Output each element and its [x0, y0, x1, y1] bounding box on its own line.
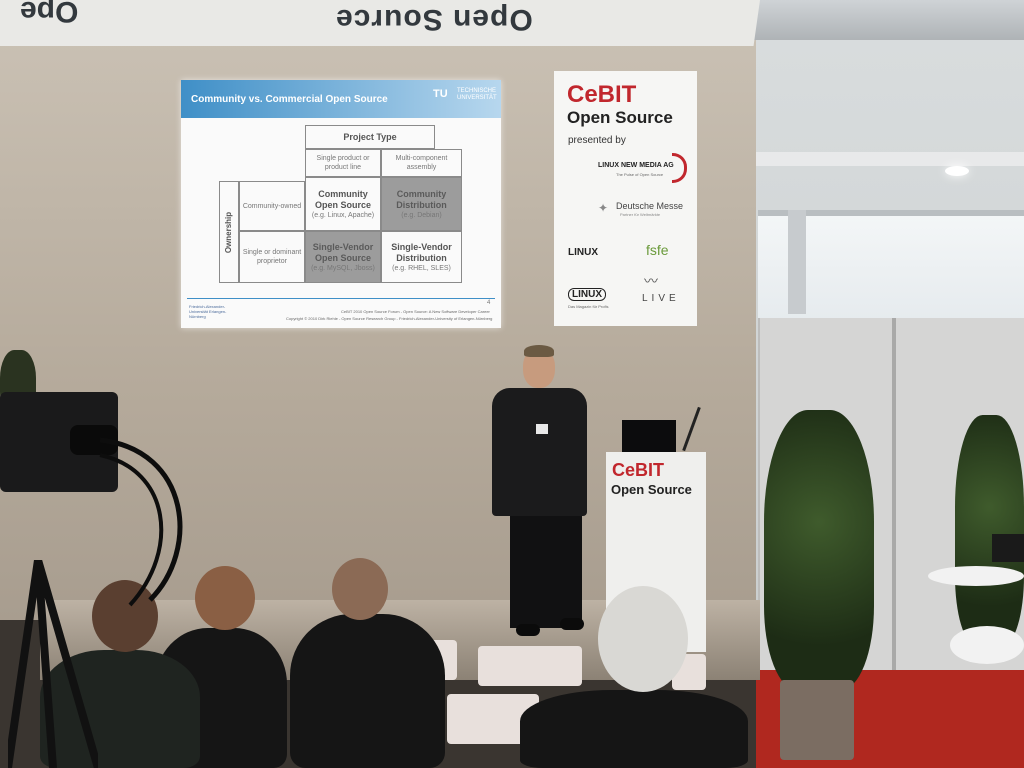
live-bird-icon: 〰	[644, 273, 658, 289]
chair	[478, 646, 582, 686]
cebit-brand: CeBIT	[567, 81, 637, 108]
lectern-laptop	[622, 420, 676, 452]
slide-page-number: 4	[487, 300, 491, 306]
audience-head	[195, 566, 255, 630]
project-type-header: Project Type	[305, 125, 435, 149]
sponsor-linux-magazin: LINUX	[568, 288, 606, 301]
row-header-community-owned: Community-owned	[239, 181, 305, 231]
lectern-cebit-brand: CeBIT	[612, 460, 665, 480]
ceiling-lamp	[945, 166, 969, 176]
sponsor-linux: LINUX	[568, 247, 598, 258]
sponsor-linux-new-media-sub: The Pulse of Open Source	[616, 172, 664, 177]
overhead-banner-text: Open Source	[335, 3, 533, 36]
sponsor-linux-new-media: LINUX NEW MEDIA AG	[598, 162, 674, 169]
plant-pot	[780, 680, 854, 760]
tu-logo: TU	[433, 88, 448, 100]
speaker-shoe-right	[560, 618, 584, 630]
ceiling-beam	[756, 152, 1024, 166]
deutsche-messe-logo-icon: ✦	[598, 201, 609, 215]
linux-new-media-arc-icon	[672, 153, 687, 183]
speaker-shoe-left	[516, 624, 540, 636]
camera-cables	[99, 437, 183, 607]
lectern-title: Open Source	[611, 482, 692, 497]
sponsor-linux-magazin-sub: Das Magazin für Profis	[568, 304, 609, 309]
tu-logo-text: TECHNISCHE UNIVERSITÄT	[457, 88, 497, 101]
university-logo-text: Friedrich-Alexander-Universität Erlangen…	[189, 304, 227, 319]
cell-community-distribution: Community Distribution(e.g. Debian)	[381, 177, 462, 231]
projected-slide: Community vs. Commercial Open Source TU …	[181, 80, 501, 328]
slide-footer-event: CeBIT 2010 Open Source Forum - Open Sour…	[341, 309, 490, 314]
speaker	[492, 388, 587, 516]
name-badge	[536, 424, 548, 434]
speaker-hair	[524, 345, 554, 357]
slide-footer-rule	[187, 298, 495, 299]
speaker-legs	[510, 510, 582, 628]
audience-member	[290, 614, 445, 768]
audience-head	[332, 558, 388, 620]
audience-member	[520, 690, 748, 768]
audience-head-grey-hair	[598, 586, 688, 692]
slide-header	[181, 80, 501, 118]
slide-title: Community vs. Commercial Open Source	[191, 94, 388, 105]
column-header-single-product: Single product or product line	[305, 149, 381, 177]
partition-seam	[892, 318, 896, 670]
sponsor-deutsche-messe: Deutsche Messe	[616, 201, 684, 211]
sponsor-deutsche-messe-sub: Partner für Weltmärkte	[620, 212, 661, 217]
table-laptop	[992, 534, 1024, 562]
potted-plant	[764, 410, 874, 690]
cebit-sponsor-banner: CeBIT Open Source presented by LINUX NEW…	[554, 71, 697, 326]
banner-title: Open Source	[567, 108, 673, 127]
plant-right	[955, 415, 1024, 645]
overhead-banner-text-left: Ope	[20, 0, 79, 28]
round-table-front	[950, 626, 1024, 664]
presented-by: presented by	[568, 135, 626, 146]
camera-tripod	[8, 560, 98, 768]
round-table	[928, 566, 1024, 586]
sponsor-fsfe: fsfe	[646, 242, 669, 258]
cell-single-vendor-distribution: Single-Vendor Distribution(e.g. RHEL, SL…	[381, 231, 462, 283]
ownership-axis: Ownership	[219, 181, 239, 283]
row-header-single-proprietor: Single or dominant proprietor	[239, 231, 305, 283]
column-header-multi-component: Multi-component assembly	[381, 149, 462, 177]
slide-footer-copyright: Copyright © 2010 Dirk Riehle - Open Sour…	[286, 316, 493, 321]
audience-head	[92, 580, 158, 652]
cell-single-vendor-open-source: Single-Vendor Open Source(e.g. MySQL, Jb…	[305, 231, 381, 283]
sponsor-live: LIVE	[642, 293, 680, 304]
cell-community-open-source: Community Open Source(e.g. Linux, Apache…	[305, 177, 381, 231]
window-pillar	[788, 210, 806, 314]
